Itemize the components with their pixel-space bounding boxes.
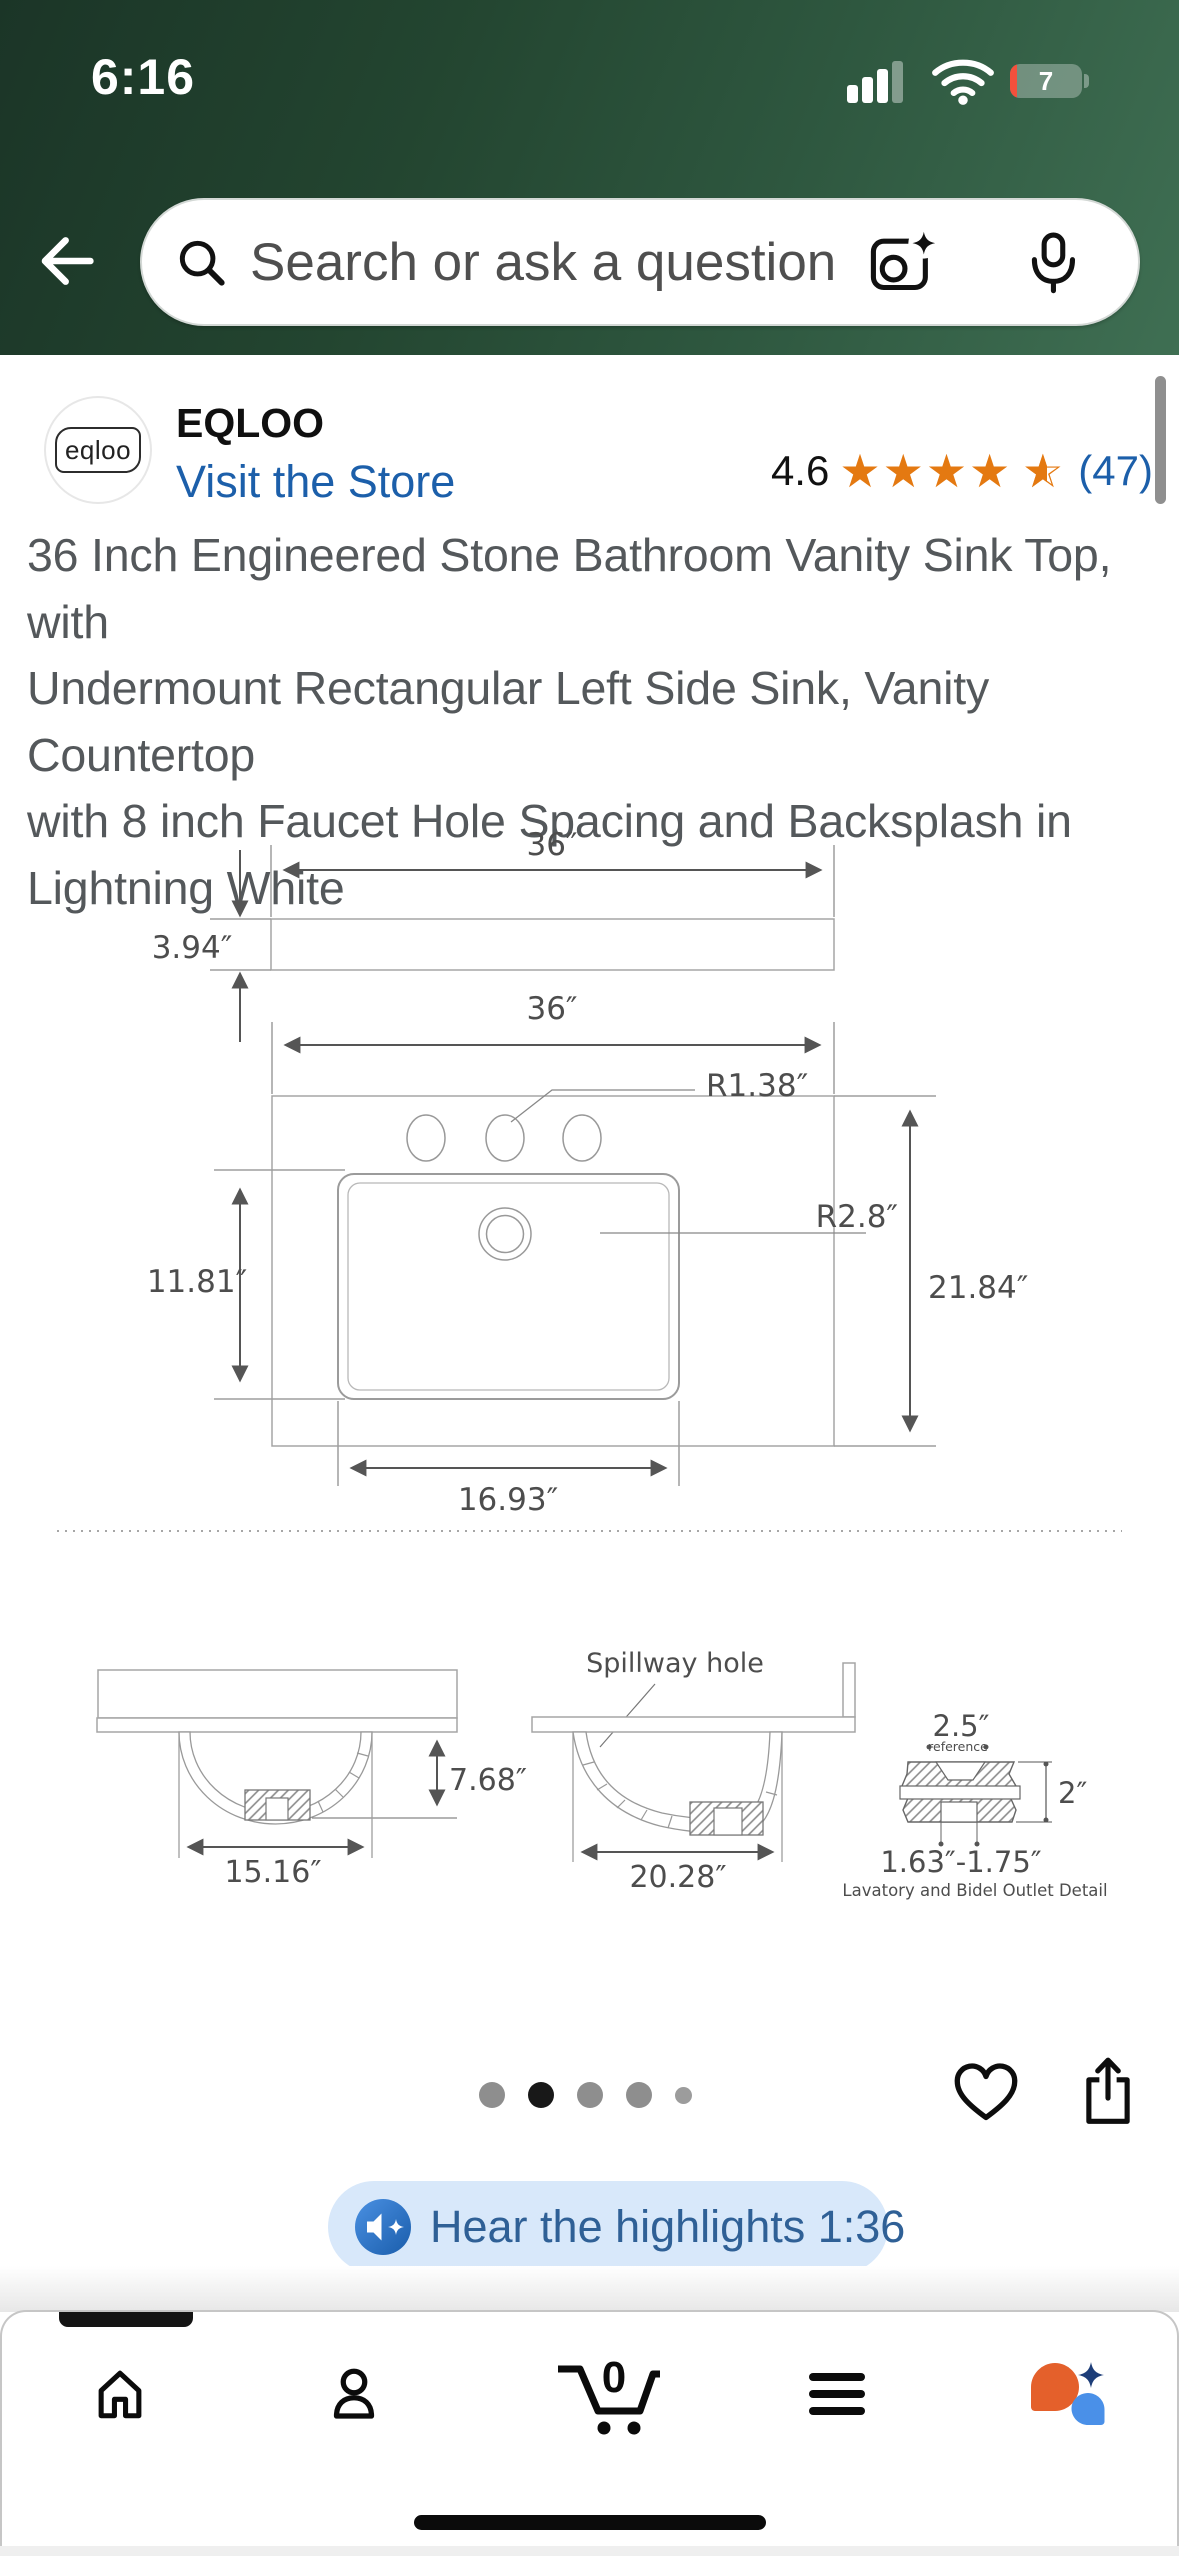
status-time: 6:16 <box>90 49 196 105</box>
hear-highlights-label: Hear the highlights 1:36 <box>430 2201 906 2252</box>
carousel-dot[interactable] <box>577 2082 603 2108</box>
star-icons: ★★★★ <box>839 445 1013 497</box>
cellular-signal-icon <box>847 61 903 103</box>
wishlist-heart-button[interactable] <box>952 2060 1020 2129</box>
profile-icon <box>333 2368 375 2419</box>
nav-profile-tab[interactable] <box>314 2354 394 2434</box>
cart-icon: 0 <box>558 2353 660 2435</box>
rating-row[interactable]: 4.6 ★★★★ (47) <box>771 444 1153 498</box>
seller-avatar[interactable]: eqloo <box>44 396 152 504</box>
outlet-caption: Lavatory and Bidel Outlet Detail <box>842 1881 1107 1900</box>
search-input[interactable]: Search or ask a question <box>140 198 1140 326</box>
review-count: (47) <box>1078 447 1153 494</box>
battery-low-bar <box>1010 64 1017 98</box>
title-line: with 8 inch Faucet Hole Spacing and Back… <box>27 795 1072 847</box>
share-icon <box>1086 2057 1130 2124</box>
battery-percent: 7 <box>1038 65 1054 96</box>
microphone-icon[interactable] <box>1026 232 1080 299</box>
title-line: Undermount Rectangular Left Side Sink, V… <box>27 662 990 781</box>
header: 6:16 7 <box>0 0 1179 355</box>
home-indicator[interactable] <box>414 2515 766 2530</box>
countertop-top-view: 36″ R1.38″ 21.84″ R2.8″ 11.81″ <box>147 991 1028 1518</box>
dim-bowl-width: 15.16″ <box>224 1855 321 1890</box>
dim-bowl-depth: 7.68″ <box>449 1763 527 1798</box>
wifi-icon <box>932 59 994 105</box>
outlet-reference-label: reference <box>928 1739 988 1754</box>
heart-icon <box>954 2063 1018 2121</box>
carousel-dots[interactable] <box>479 2082 692 2108</box>
dim-outlet-range: 1.63″-1.75″ <box>880 1845 1041 1879</box>
outlet-detail: 2.5″ reference 2″ 1.63″-1.75″ Lavatory a… <box>842 1709 1107 1900</box>
dim-corner-radius: R2.8″ <box>816 1199 898 1235</box>
dim-sink-width: 16.93″ <box>458 1482 558 1518</box>
dim-backsplash-width: 36″ <box>526 827 577 863</box>
dim-backsplash-depth: 3.94″ <box>152 930 233 966</box>
bottom-edge <box>0 2546 1179 2556</box>
dim-bowl-outer-width: 20.28″ <box>629 1860 726 1895</box>
nav-cart-tab[interactable]: 0 <box>550 2353 660 2435</box>
rufus-ai-icon <box>1031 2362 1105 2425</box>
battery-nub <box>1084 74 1089 88</box>
share-button[interactable] <box>1080 2056 1136 2131</box>
audio-speaker-icon <box>355 2199 411 2255</box>
product-dimension-drawing[interactable]: 36″ 3.94″ 36″ R1.38″ 21.84″ <box>0 800 1179 1920</box>
dim-hole-radius: R1.38″ <box>706 1068 808 1104</box>
backsplash-top-view: 36″ 3.94″ <box>152 827 835 1042</box>
carousel-dot[interactable] <box>626 2082 652 2108</box>
product-title: 36 Inch Engineered Stone Bathroom Vanity… <box>27 522 1167 921</box>
dim-counter-depth: 21.84″ <box>928 1270 1028 1306</box>
nav-menu-tab[interactable] <box>797 2354 877 2434</box>
visit-store-link[interactable]: Visit the Store <box>176 456 456 507</box>
active-tab-indicator <box>59 2312 193 2327</box>
back-button[interactable] <box>34 228 100 294</box>
seller-logo-text: eqloo <box>55 427 141 473</box>
dim-sink-offset: 11.81″ <box>147 1264 247 1300</box>
nav-rufus-tab[interactable] <box>1027 2354 1117 2434</box>
battery-icon: 7 <box>1010 64 1082 98</box>
dim-outlet-top: 2.5″ <box>933 1709 990 1743</box>
hamburger-menu-icon <box>809 2373 865 2415</box>
star-half-icon <box>1022 444 1068 498</box>
cart-count-badge: 0 <box>602 2353 626 2402</box>
search-placeholder: Search or ask a question <box>250 232 837 292</box>
search-icon <box>179 240 225 286</box>
sink-cross-section-front: 7.68″ 15.16″ <box>96 1669 527 1890</box>
status-icons: 7 <box>846 56 1089 106</box>
dim-counter-width: 36″ <box>526 991 577 1027</box>
carousel-dot[interactable] <box>479 2082 505 2108</box>
carousel-dot-active[interactable] <box>528 2082 554 2108</box>
dim-outlet-height: 2″ <box>1058 1776 1087 1810</box>
spillway-label: Spillway hole <box>586 1648 764 1679</box>
camera-lens-icon[interactable] <box>870 227 940 299</box>
seller-name: EQLOO <box>176 400 325 446</box>
sink-cross-section-side: Spillway hole 20.28″ <box>531 1648 856 1895</box>
scrollbar-thumb[interactable] <box>1155 376 1166 504</box>
title-line: 36 Inch Engineered Stone Bathroom Vanity… <box>27 529 1112 648</box>
nav-top-shadow <box>0 2266 1179 2312</box>
rating-value: 4.6 <box>770 447 830 494</box>
nav-home-tab[interactable] <box>80 2354 160 2434</box>
carousel-dot[interactable] <box>675 2086 692 2104</box>
home-icon <box>98 2370 142 2419</box>
hear-highlights-button[interactable]: Hear the highlights 1:36 <box>328 2181 905 2273</box>
